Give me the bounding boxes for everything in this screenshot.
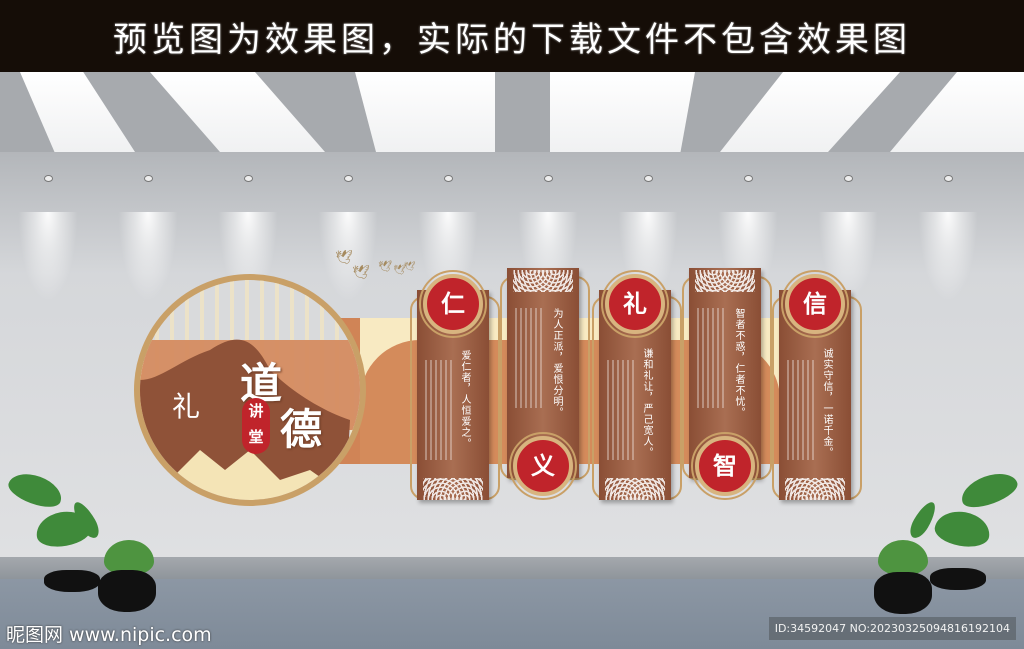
pot — [98, 570, 156, 612]
stele-verse: 智者不惑，仁者不忧。 — [733, 308, 744, 418]
wave-pattern — [695, 270, 755, 292]
stele-verse: 谦和礼让，严己宽人。 — [641, 348, 652, 458]
baseboard — [0, 557, 1024, 579]
ceiling-light-panel — [890, 72, 1024, 152]
preview-banner: 预览图为效果图，实际的下载文件不包含效果图 — [0, 0, 1024, 72]
medal-li: 礼 — [601, 270, 669, 338]
medal-zhi: 智 — [691, 432, 759, 500]
medal-ren: 仁 — [419, 270, 487, 338]
ceiling-light-panel — [150, 72, 325, 152]
stele-xin: 诚实守信，一诺千金。 — [779, 290, 851, 500]
pot — [930, 568, 986, 590]
ceiling-light-panel — [550, 72, 695, 152]
seal-jiangtang: 讲堂 — [242, 398, 270, 454]
pot — [874, 572, 932, 614]
stele-ren: 爱仁者，人恒爱之。 — [417, 290, 489, 500]
stele-verse: 爱仁者，人恒爱之。 — [459, 350, 470, 449]
ceiling-light-panel — [20, 72, 135, 152]
watermark-site: 昵图网 www.nipic.com — [6, 624, 212, 646]
medal-xin: 信 — [781, 270, 849, 338]
bird-icon: 🕊 — [335, 250, 353, 266]
medal-yi: 义 — [509, 432, 577, 500]
ceiling-light-panel — [720, 72, 900, 152]
bird-icon: 🕊 — [352, 265, 370, 281]
wave-pattern — [605, 478, 665, 500]
ceiling — [0, 72, 1024, 152]
watermark-id: ID:34592047 NO:20230325094816192104 — [768, 617, 1016, 640]
wave-pattern — [785, 478, 845, 500]
wave-pattern — [513, 270, 573, 292]
stele-verse: 诚实守信，一诺千金。 — [821, 348, 832, 458]
title-char-de: 德 — [280, 405, 323, 454]
bird-icon: 🕊 — [378, 260, 392, 273]
bird-icon: 🕊 — [404, 262, 416, 272]
ceiling-light-panel — [355, 72, 495, 152]
wave-pattern — [423, 478, 483, 500]
calligraphy-mark: 礼 — [172, 390, 201, 423]
bird-icon: 🕊 — [393, 265, 406, 276]
pot — [44, 570, 100, 592]
stele-verse: 为人正派，爱恨分明。 — [551, 308, 562, 418]
banner-text: 预览图为效果图，实际的下载文件不包含效果图 — [113, 19, 911, 60]
